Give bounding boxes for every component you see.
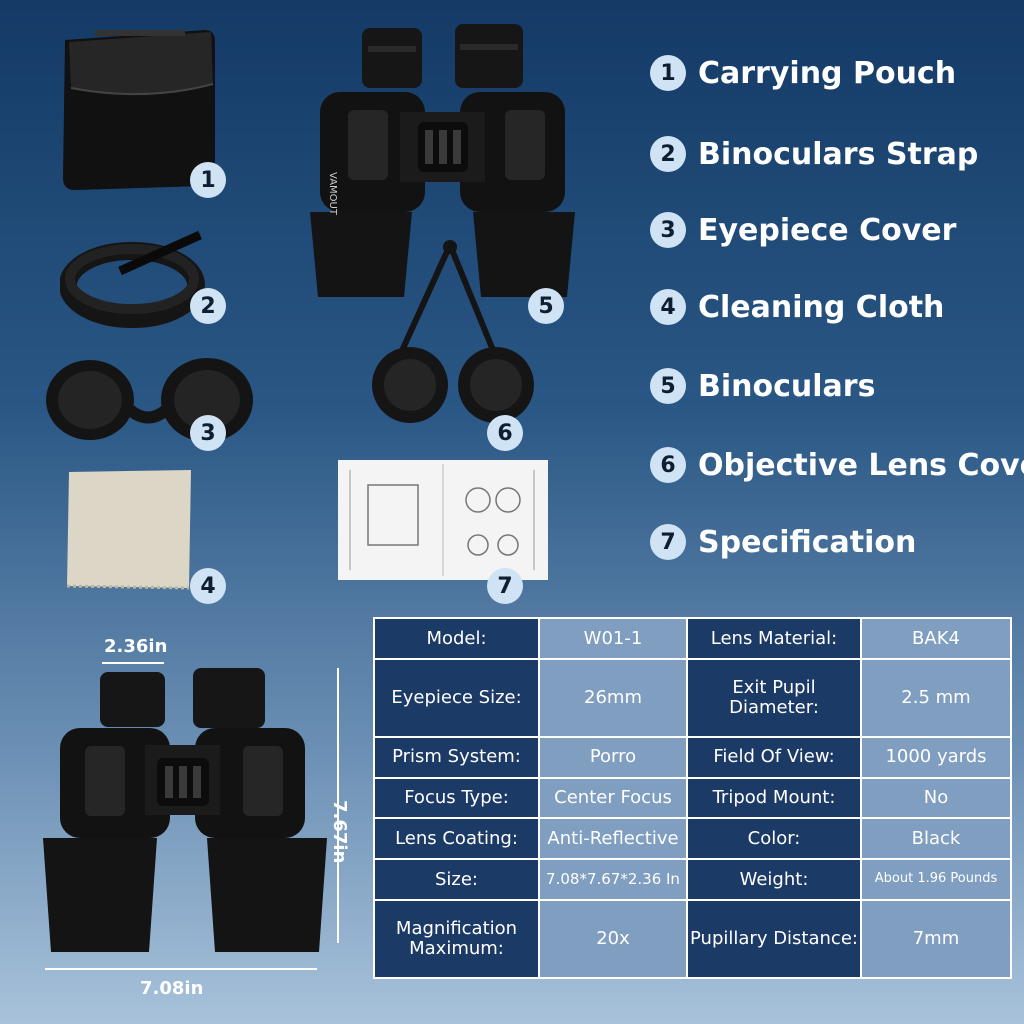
width-label: 7.08in xyxy=(140,978,204,999)
legend-number: 1 xyxy=(650,55,686,91)
legend-item-specification: 7 Specification xyxy=(650,522,916,562)
legend-label: Eyepiece Cover xyxy=(698,212,957,248)
brand-logo-left: VAMOUT xyxy=(327,172,338,216)
legend-number: 7 xyxy=(650,524,686,560)
item-badge-3: 3 xyxy=(190,415,226,451)
spec-key: Model: xyxy=(373,617,540,660)
spec-key: Pupillary Distance: xyxy=(686,899,862,979)
legend-number: 6 xyxy=(650,447,686,483)
spec-key: Color: xyxy=(686,817,862,861)
objective-lens-cover-image xyxy=(370,235,540,435)
item-badge-6: 6 xyxy=(487,415,523,451)
table-row: Size: 7.08*7.67*2.36 In Weight: About 1.… xyxy=(373,858,1012,902)
spec-key: Focus Type: xyxy=(373,776,540,820)
spec-key: Lens Coating: xyxy=(373,817,540,861)
spec-value: About 1.96 Pounds xyxy=(860,858,1012,902)
legend-label: Specification xyxy=(698,524,917,560)
table-row: Magnification Maximum: 20x Pupillary Dis… xyxy=(373,899,1012,979)
spec-key: Tripod Mount: xyxy=(686,776,862,820)
eyepiece-dimension-line xyxy=(102,662,164,664)
spec-value: W01-1 xyxy=(538,617,688,660)
cleaning-cloth-image xyxy=(65,468,195,590)
legend-item-binoculars-strap: 2 Binoculars Strap xyxy=(650,134,978,174)
item-badge-2: 2 xyxy=(190,288,226,324)
item-badge-7: 7 xyxy=(487,568,523,604)
width-dimension-line xyxy=(45,968,317,970)
legend-item-binoculars: 5 Binoculars xyxy=(650,366,875,406)
height-label: 7.67in xyxy=(329,800,350,864)
spec-key: Eyepiece Size: xyxy=(373,657,540,738)
table-row: Model: W01-1 Lens Material: BAK4 xyxy=(373,617,1012,660)
specification-manual-image xyxy=(338,460,548,580)
binoculars-strap-image xyxy=(59,215,210,330)
spec-value: 26mm xyxy=(538,657,688,738)
spec-value: No xyxy=(860,776,1012,820)
legend-label: Carrying Pouch xyxy=(698,55,957,91)
legend-number: 4 xyxy=(650,289,686,325)
table-row: Prism System: Porro Field Of View: 1000 … xyxy=(373,735,1012,779)
item-badge-5: 5 xyxy=(528,288,564,324)
spec-key: Field Of View: xyxy=(686,735,862,779)
specification-table: Model: W01-1 Lens Material: BAK4 Eyepiec… xyxy=(373,617,1012,979)
legend-item-objective-lens-cover: 6 Objective Lens Cover xyxy=(650,445,1024,485)
spec-value: Center Focus xyxy=(538,776,688,820)
table-row: Lens Coating: Anti-Reflective Color: Bla… xyxy=(373,817,1012,861)
spec-value: 7mm xyxy=(860,899,1012,979)
legend-item-carrying-pouch: 1 Carrying Pouch xyxy=(650,53,956,93)
carrying-pouch-image xyxy=(55,22,225,192)
item-badge-1: 1 xyxy=(190,162,226,198)
spec-value: Anti-Reflective xyxy=(538,817,688,861)
legend-label: Binoculars xyxy=(698,368,876,404)
spec-key: Prism System: xyxy=(373,735,540,779)
legend-item-eyepiece-cover: 3 Eyepiece Cover xyxy=(650,210,956,250)
height-dimension-line xyxy=(337,668,339,943)
legend-number: 2 xyxy=(650,136,686,172)
legend-number: 3 xyxy=(650,212,686,248)
spec-key: Magnification Maximum: xyxy=(373,899,540,979)
spec-key: Weight: xyxy=(686,858,862,902)
spec-value: 2.5 mm xyxy=(860,657,1012,738)
legend-label: Objective Lens Cover xyxy=(698,447,1024,483)
spec-value: BAK4 xyxy=(860,617,1012,660)
spec-key: Size: xyxy=(373,858,540,902)
table-row: Eyepiece Size: 26mm Exit Pupil Diameter:… xyxy=(373,657,1012,738)
binoculars-image-top: VAMOUT xyxy=(300,22,585,302)
legend-item-cleaning-cloth: 4 Cleaning Cloth xyxy=(650,287,944,327)
spec-value: 1000 yards xyxy=(860,735,1012,779)
spec-value: Black xyxy=(860,817,1012,861)
eyepiece-cover-image xyxy=(42,355,257,445)
item-badge-4: 4 xyxy=(190,568,226,604)
spec-value: 7.08*7.67*2.36 In xyxy=(538,858,688,902)
legend-label: Binoculars Strap xyxy=(698,136,979,172)
spec-value: 20x xyxy=(538,899,688,979)
eyepiece-width-label: 2.36in xyxy=(104,636,168,657)
spec-key: Exit Pupil Diameter: xyxy=(686,657,862,738)
legend-number: 5 xyxy=(650,368,686,404)
legend-label: Cleaning Cloth xyxy=(698,289,945,325)
spec-value: Porro xyxy=(538,735,688,779)
table-row: Focus Type: Center Focus Tripod Mount: N… xyxy=(373,776,1012,820)
binoculars-dimension-image xyxy=(35,660,335,960)
spec-key: Lens Material: xyxy=(686,617,862,660)
